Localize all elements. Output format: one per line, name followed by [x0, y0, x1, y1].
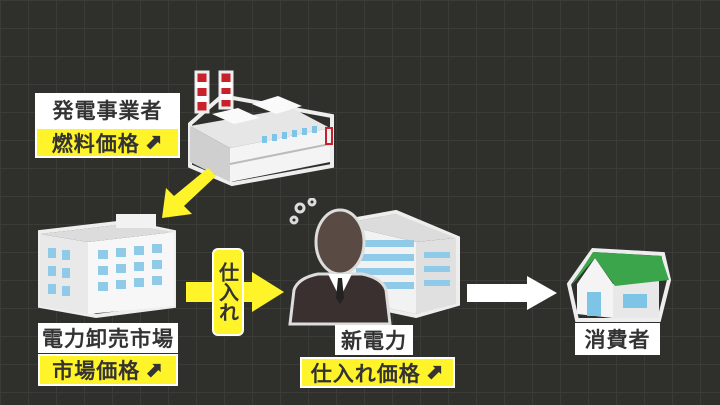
fuel-price-label: 燃料価格⬈	[35, 127, 180, 158]
purchase-price-label: 仕入れ価格⬈	[300, 357, 455, 388]
arrow-down-left-icon	[162, 168, 216, 218]
factory-icon	[188, 70, 334, 187]
purchase-badge: 仕入れ	[212, 248, 244, 336]
market-price-text: 市場価格	[52, 359, 141, 383]
fuel-price-text: 燃料価格	[51, 131, 140, 156]
arrow-up-right-icon: ⬈	[143, 130, 164, 155]
arrow-right-icon	[467, 276, 557, 310]
arrow-up-right-icon: ⬈	[424, 360, 445, 385]
businessman-icon	[288, 198, 392, 326]
arrow-up-right-icon: ⬈	[144, 357, 164, 383]
consumer-label: 消費者	[575, 323, 660, 355]
market-label: 電力卸売市場	[38, 323, 178, 353]
house-icon	[566, 247, 672, 322]
office-building-icon	[38, 214, 176, 319]
purchase-price-text: 仕入れ価格	[310, 361, 421, 386]
new-power-label: 新電力	[335, 325, 413, 355]
generator-label: 発電事業者	[35, 93, 180, 127]
market-price-label: 市場価格⬈	[38, 354, 178, 386]
